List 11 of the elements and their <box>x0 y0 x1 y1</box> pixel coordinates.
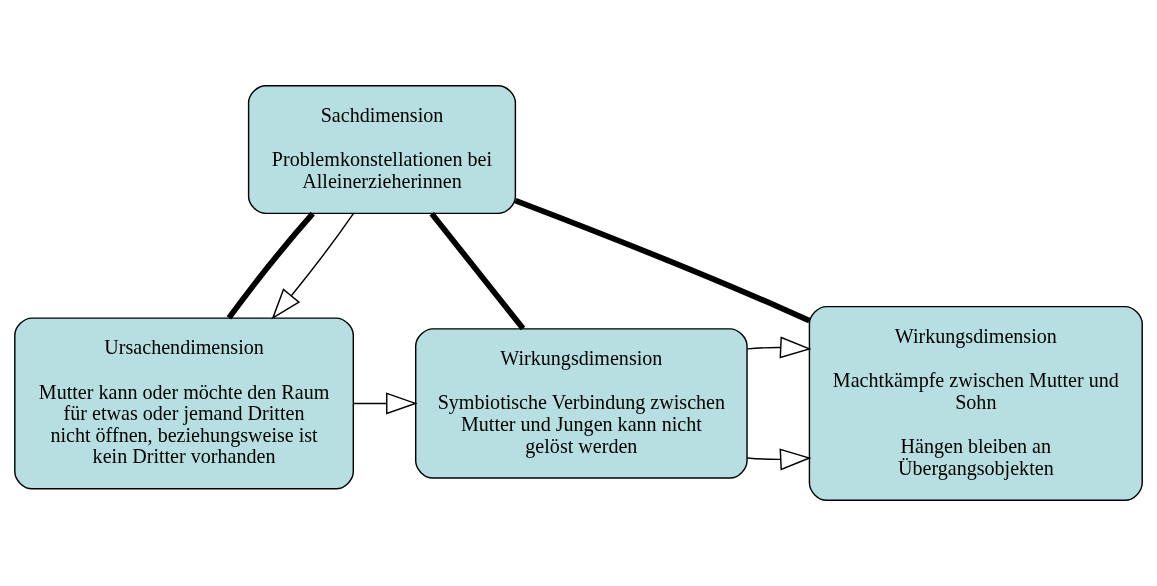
arrow <box>746 448 812 471</box>
arrow <box>746 336 812 359</box>
node-box: Ursachendimension Mutter kann oder möchte den Raum für etwas oder jemand Dritten nicht öffnen, beziehungsweise ist kein Dritter vorhanden <box>14 317 355 490</box>
arrow <box>352 392 418 415</box>
node-box: Wirkungsdimension Symbiotische Verbindung zwischen Mutter und Jungen kann nicht gelöst werden <box>415 328 748 479</box>
node-box: Wirkungsdimension Machtkämpfe zwischen Mutter und Sohn Hängen bleiben an Übergangsobjekten <box>808 305 1143 501</box>
node-box: Sachdimension Problemkonstellationen bei Alleinerzieherinnen <box>247 85 517 215</box>
arrow <box>271 213 355 320</box>
connector <box>514 197 811 324</box>
connector <box>429 211 526 331</box>
connector <box>226 211 315 320</box>
